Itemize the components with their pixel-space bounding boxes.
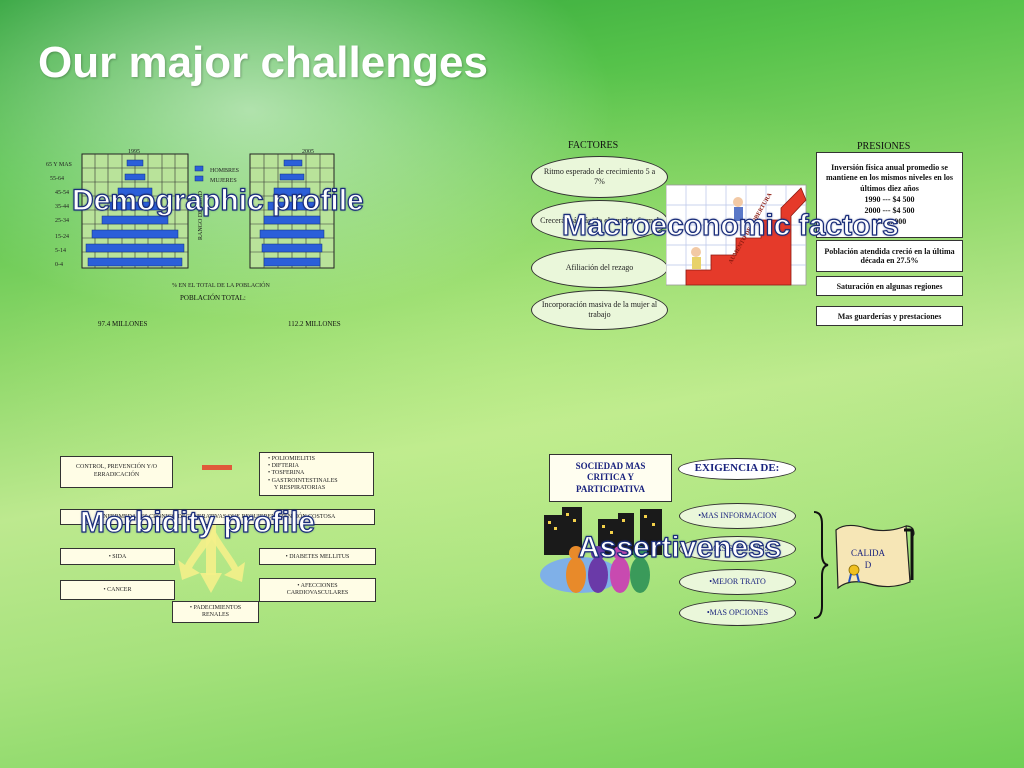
disease-item: • GASTROINTESTINALES (268, 477, 338, 484)
afecciones-box: • AFECCIONES CARDIOVASCULARES (259, 578, 376, 602)
pressure-investment: Inversión física anual promedio se manti… (816, 152, 963, 238)
pressure-investment-line1: Inversión física anual promedio se manti… (825, 162, 954, 194)
control-box: CONTROL, PREVENCIÓN Y/O ERRADICACIÓN (60, 456, 173, 488)
pyramid-right-year: 2005 (302, 149, 314, 155)
cancer-box: • CANCER (60, 580, 175, 600)
demand-item: •MAS OPCIONES (679, 600, 796, 626)
factores-header: FACTORES (568, 140, 619, 151)
section-label-assertiveness: Assertiveness (577, 530, 782, 564)
age-label: 15-24 (55, 234, 69, 240)
demand-item: •MAS SERVICIOS (679, 536, 796, 562)
disease-item: • POLIOMIELITIS (268, 456, 315, 463)
factor-affiliation: Afiliación del rezago (531, 248, 668, 288)
pressure-population: Población atendida creció en la última d… (816, 240, 963, 272)
age-label: 25-34 (55, 218, 69, 224)
calidad-label: CALIDAD (851, 548, 885, 570)
factor-growth: Ritmo esperado de crecimiento 5 a 7% (531, 156, 668, 198)
demand-item: •MEJOR TRATO (679, 569, 796, 595)
age-label: 55-64 (50, 176, 64, 182)
age-label: 5-14 (55, 248, 66, 254)
right-total: 112.2 MILLONES (288, 320, 341, 328)
section-label-macro: Macroeconomic factors (561, 208, 899, 242)
pressure-guarderias: Mas guarderías y prestaciones (816, 306, 963, 326)
legend-hombres: HOMBRES (210, 168, 240, 174)
diabetes-box: • DIABETES MELLITUS (259, 548, 376, 565)
sida-box: • SIDA (60, 548, 175, 565)
legend-mujeres: MUJERES (210, 178, 237, 184)
pressure-saturation: Saturación en algunas regiones (816, 276, 963, 296)
pressure-investment-line2: 1990 --- $4 500 (864, 195, 915, 204)
sociedad-box: SOCIEDAD MAS CRITICA Y PARTICIPATIVA (549, 454, 672, 502)
demand-item: •MAS INFORMACION (679, 503, 796, 529)
population-total-label: POBLACIÓN TOTAL: (180, 294, 246, 302)
disease-item: • TOSFERINA (268, 470, 305, 477)
age-label: 0-4 (55, 262, 63, 268)
pressure-investment-line3: 2000 --- $4 500 (864, 205, 915, 215)
disease-item: Y RESPIRATORIAS (274, 484, 326, 491)
disease-item: • DIFTERIA (268, 463, 299, 470)
age-label: 45-54 (55, 190, 69, 196)
pyramid-right (249, 153, 335, 269)
chronic-diseases-box: ENFERMEDADES CRÓNICO DEGENERATIVAS QUE R… (60, 509, 375, 525)
coverage-growth-illustration (666, 184, 807, 286)
legend-hombres-swatch (194, 165, 204, 172)
brace-icon (813, 511, 829, 619)
left-total: 97.4 MILLONES (98, 320, 148, 328)
population-pyramids (81, 153, 335, 269)
exigencia-label: EXIGENCIA DE: (678, 458, 796, 480)
diseases-box: • POLIOMIELITIS • DIFTERIA • TOSFERINA •… (259, 452, 374, 496)
age-label: 65 Y MAS (46, 162, 72, 168)
factor-women: Incorporación masiva de la mujer al trab… (531, 290, 668, 330)
pyramid-left (81, 153, 189, 269)
pressure-investment-line4: M... ...000 (872, 216, 907, 226)
section-label-demographic: Demographic profile (71, 183, 364, 217)
pyramid-left-year: 1995 (128, 149, 140, 155)
section-label-morbidity: Morbidity profile (79, 505, 315, 539)
pyramid-axis-label: % EN EL TOTAL DE LA POBLACIÓN (172, 283, 270, 289)
legend-mujeres-swatch (194, 175, 204, 182)
presiones-header: PRESIONES (857, 141, 911, 152)
slide-title: Our major challenges (38, 38, 488, 87)
certificate-scroll-icon (835, 524, 915, 590)
age-label: 35-44 (55, 204, 69, 210)
morbidity-arrows (178, 465, 245, 593)
renales-box: • PADECIMIENTOS RENALES (172, 601, 259, 623)
society-illustration (540, 507, 662, 593)
factor-employment: Crecerá más rápido el empleo formal (531, 200, 668, 242)
